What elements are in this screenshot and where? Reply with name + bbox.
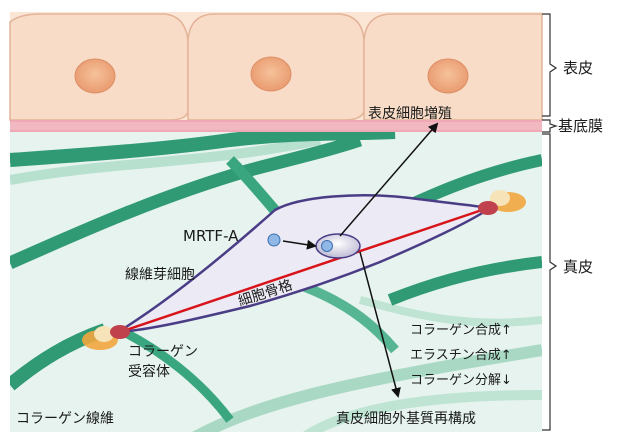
epidermis-layer [9, 12, 543, 121]
collagen-fiber [10, 132, 396, 167]
collagen-fiber-light [192, 344, 542, 432]
fibroblast-label: 線維芽細胞 [125, 267, 195, 283]
receptor-glow [94, 326, 114, 342]
collagen-receptor [110, 325, 130, 339]
layer-brackets [542, 13, 558, 431]
collagen-receptor-label-line1: コラーゲン [128, 344, 198, 360]
collagen-fiber-light [302, 390, 542, 432]
collagen-fiber-label: コラーゲン線維 [16, 411, 114, 427]
ecm-remodeling-label: 真皮細胞外基質再構成 [336, 410, 476, 427]
collagen-fiber [10, 133, 363, 269]
epidermis-bracket [542, 13, 558, 117]
dermis-bracket [542, 133, 558, 431]
basement-membrane [10, 120, 542, 132]
effect-collagen-degradation: コラーゲン分解↓ [410, 373, 512, 388]
proliferation-arrow [339, 122, 439, 237]
effect-collagen-synthesis: コラーゲン合成↑ [410, 323, 512, 338]
proliferation-label: 表皮細胞増殖 [368, 105, 452, 122]
collagen-fiber [298, 280, 399, 354]
effect-elastin-synthesis: エラスチン合成↑ [410, 348, 512, 363]
nucleus [74, 58, 116, 94]
ecm-remodeling-arrow [359, 251, 401, 398]
mrtf-a-cytoplasmic [267, 233, 281, 247]
mrtf-a-nuclear [321, 240, 333, 252]
collagen-receptor [478, 201, 498, 215]
nucleus [250, 56, 292, 92]
collagen-fiber-light [359, 296, 542, 327]
dermis-label: 真皮 [563, 258, 593, 276]
receptor-glow [490, 190, 510, 206]
mrtf-a-translocation-arrow [282, 239, 317, 250]
fibroblast [82, 190, 526, 350]
collagen-fiber-light [10, 135, 322, 185]
cytoskeleton-line [119, 206, 489, 334]
collagen-fiber [387, 256, 542, 306]
collagen-fiber [117, 325, 234, 423]
mrtf-a-label: MRTF-A [183, 227, 239, 245]
nucleus [427, 58, 469, 94]
collagen-receptor-label-line2: 受容体 [128, 363, 170, 380]
basement-membrane-bracket [542, 119, 558, 133]
epidermis-label: 表皮 [563, 59, 593, 77]
basement-membrane-label: 基底膜 [558, 117, 603, 135]
